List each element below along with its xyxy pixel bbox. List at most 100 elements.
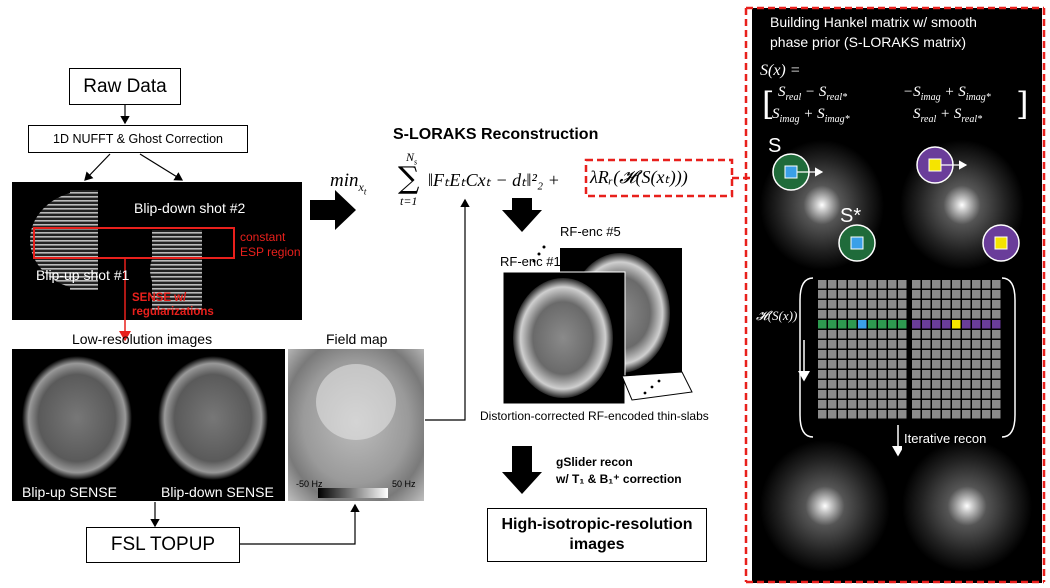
hankel-cell <box>942 390 951 399</box>
hankel-cell <box>878 390 887 399</box>
hankel-cell <box>828 330 837 339</box>
hankel-cell <box>982 350 991 359</box>
hankel-cell <box>972 290 981 299</box>
hankel-cell <box>878 280 887 289</box>
hankel-cell <box>912 350 921 359</box>
hankel-cell <box>992 380 1001 389</box>
hankel-cell <box>888 280 897 289</box>
hankel-cell <box>888 310 897 319</box>
hankel-cell <box>932 340 941 349</box>
hankel-cell <box>932 290 941 299</box>
hankel-cell <box>952 310 961 319</box>
final-label-2: images <box>569 536 625 553</box>
hankel-cell <box>912 390 921 399</box>
hankel-cell <box>952 370 961 379</box>
hankel-cell <box>838 340 847 349</box>
hankel-cell <box>828 300 837 309</box>
hankel-cell <box>912 370 921 379</box>
nufft-box: 1D NUFFT & Ghost Correction <box>28 125 248 153</box>
rf-enc-5-label: RF-enc #5 <box>560 224 621 239</box>
hankel-cell <box>868 400 877 409</box>
blip-down-shot-label: Blip-down shot #2 <box>134 200 246 216</box>
hankel-cell <box>888 290 897 299</box>
hankel-cell <box>992 370 1001 379</box>
hankel-cell <box>888 330 897 339</box>
hankel-cell <box>922 280 931 289</box>
hankel-cell <box>962 380 971 389</box>
equation-body: ‖FₜEₜCxₜ − dₜ‖²₂ + <box>428 170 560 190</box>
hankel-cell <box>952 340 961 349</box>
hankel-cell <box>922 320 931 329</box>
hankel-cell <box>838 320 847 329</box>
hankel-cell <box>838 330 847 339</box>
hankel-cell <box>818 280 827 289</box>
hankel-cell <box>942 350 951 359</box>
hankel-cell <box>992 350 1001 359</box>
hankel-cell <box>818 380 827 389</box>
hankel-cell <box>838 400 847 409</box>
hankel-cell <box>878 370 887 379</box>
hankel-cell <box>898 280 907 289</box>
hankel-cell <box>858 360 867 369</box>
constant-esp-label-2: ESP region <box>240 245 301 259</box>
hankel-cell <box>962 300 971 309</box>
iterative-recon-label: Iterative recon <box>904 431 987 446</box>
equation-sum-bottom: t=1 <box>400 194 418 208</box>
hankel-cell <box>848 340 857 349</box>
hankel-cell <box>848 320 857 329</box>
hankel-cell <box>858 320 867 329</box>
hankel-cell <box>932 390 941 399</box>
hankel-cell <box>982 400 991 409</box>
hankel-cell <box>982 320 991 329</box>
hankel-cell <box>962 340 971 349</box>
hankel-cell <box>868 300 877 309</box>
hankel-cell <box>942 370 951 379</box>
hankel-cell <box>898 330 907 339</box>
sense-reg-label-1: SENSE w/ <box>132 292 187 304</box>
sx-label: S(x) = <box>760 62 801 79</box>
hankel-cell <box>858 290 867 299</box>
hankel-cell <box>932 380 941 389</box>
hankel-cell <box>818 400 827 409</box>
hankel-cell <box>898 350 907 359</box>
hankel-cell <box>818 390 827 399</box>
hankel-cell <box>952 410 961 419</box>
constant-esp-label-1: constant <box>240 230 286 244</box>
hankel-cell <box>848 290 857 299</box>
hankel-cell <box>982 410 991 419</box>
hankel-cell <box>888 410 897 419</box>
hz-min-label: -50 Hz <box>296 479 323 489</box>
hankel-cell <box>942 360 951 369</box>
hankel-cell <box>962 320 971 329</box>
hankel-cell <box>848 380 857 389</box>
hankel-cell <box>848 330 857 339</box>
hankel-cell <box>922 340 931 349</box>
hankel-cell <box>888 390 897 399</box>
hankel-cell <box>992 300 1001 309</box>
hankel-cell <box>888 300 897 309</box>
hankel-cell <box>942 340 951 349</box>
hankel-cell <box>972 330 981 339</box>
hankel-cell <box>972 320 981 329</box>
hankel-cell <box>922 290 931 299</box>
matrix-m21: Simag + Simag* <box>772 106 850 125</box>
sstar-circle-label: S* <box>840 205 862 227</box>
hankel-cell <box>982 310 991 319</box>
hankel-cell <box>972 350 981 359</box>
hankel-cell <box>942 290 951 299</box>
hankel-cell <box>912 360 921 369</box>
raw-data-box: Raw Data <box>69 68 181 105</box>
hankel-cell <box>922 330 931 339</box>
hankel-cell <box>868 380 877 389</box>
hankel-cell <box>942 400 951 409</box>
hankel-cell <box>828 280 837 289</box>
hankel-cell <box>868 360 877 369</box>
hankel-cell <box>858 330 867 339</box>
hankel-cell <box>838 370 847 379</box>
hankel-cell <box>838 360 847 369</box>
hankel-cell <box>982 380 991 389</box>
hankel-cell <box>828 320 837 329</box>
hankel-cell <box>932 410 941 419</box>
equation-min: minxt <box>330 170 366 196</box>
